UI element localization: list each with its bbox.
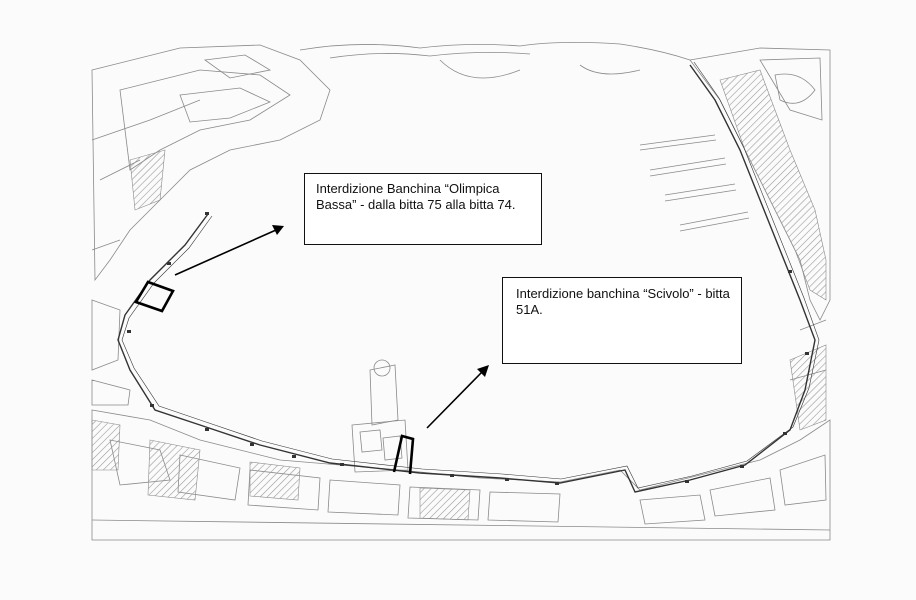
zone-olimpica-bassa	[134, 280, 175, 313]
hatched-areas	[91, 69, 827, 521]
callout-olimpica-bassa-text: Interdizione Banchina “Olimpica Bassa” -…	[316, 181, 516, 212]
callout-olimpica-bassa: Interdizione Banchina “Olimpica Bassa” -…	[304, 173, 542, 245]
quay-line	[117, 61, 820, 493]
zone-scivolo	[392, 434, 415, 475]
arrow-olimpica-bassa	[174, 225, 284, 276]
arrow-scivolo	[426, 365, 489, 429]
callout-scivolo-text: Interdizione banchina “Scivolo” - bitta …	[516, 286, 730, 317]
bollard-marks	[127, 212, 809, 485]
callout-scivolo: Interdizione banchina “Scivolo” - bitta …	[502, 277, 742, 364]
city-blocks	[91, 42, 831, 541]
